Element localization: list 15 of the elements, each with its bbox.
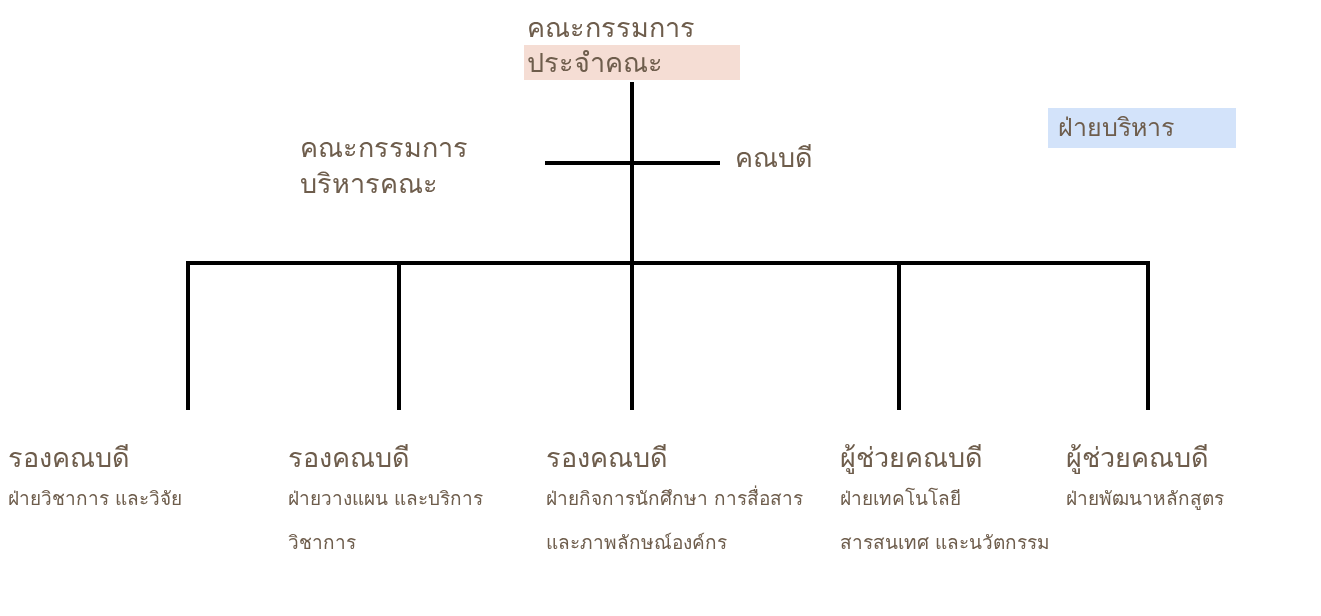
department-name: ฝ่ายวิชาการ และวิจัย <box>8 486 184 511</box>
department-tag: ฝ่ายบริหาร <box>1048 108 1236 148</box>
position-title: รองคณบดี <box>288 441 411 475</box>
position-title: ผู้ช่วยคณบดี <box>1066 441 1210 476</box>
department-name: ฝ่ายเทคโนโลยี สารสนเทศ และนวัตกรรม <box>840 486 1052 555</box>
position-title: คณะกรรมการ บริหารคณะ <box>300 131 469 201</box>
position-title: ผู้ช่วยคณบดี <box>840 441 984 476</box>
department-name: ฝ่ายกิจการนักศึกษา การสื่อสาร และภาพลักษณ์องค์กร <box>546 484 805 555</box>
committee-title-highlight: ประจำคณะ <box>524 45 740 80</box>
committee-title: คณะกรรมการ <box>526 11 696 45</box>
position-title: รองคณบดี <box>546 441 669 475</box>
position-title: รองคณบดี <box>8 441 131 475</box>
department-name: ฝ่ายวางแผน และบริการวิชาการ <box>288 486 485 555</box>
department-name: ฝ่ายพัฒนาหลักสูตร <box>1066 486 1225 512</box>
position-title: คณบดี <box>735 141 814 175</box>
